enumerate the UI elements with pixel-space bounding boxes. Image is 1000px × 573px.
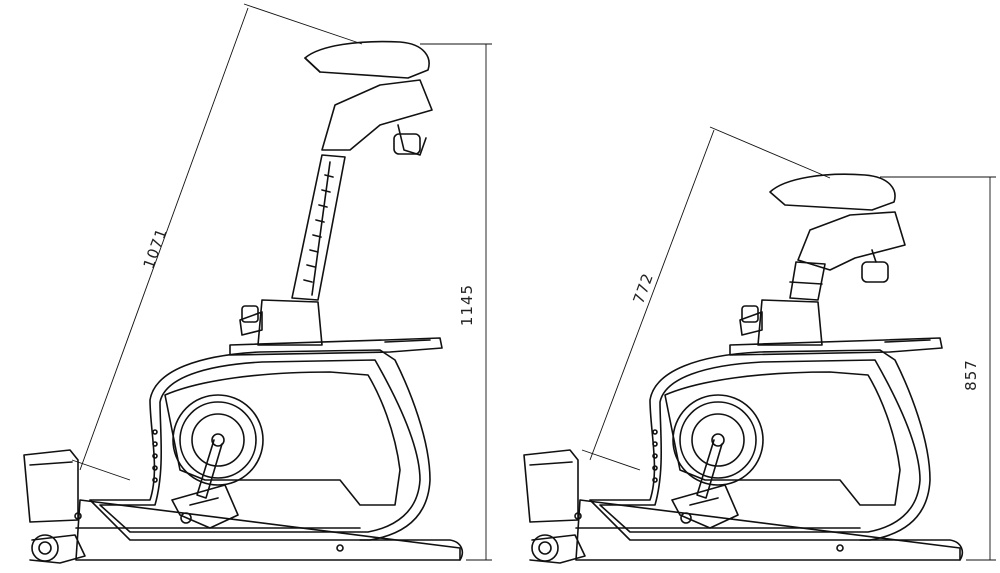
- right-diagonal-dimension-label: 772: [629, 270, 657, 306]
- right-diagonal-dimension-line: [589, 129, 715, 461]
- left-diagonal-dimension-line: [79, 7, 249, 471]
- right-height-dimension-label: 857: [962, 359, 980, 391]
- left-height-dimension-label: 1145: [458, 284, 476, 326]
- left-diagonal-dimension-label: 1071: [140, 225, 171, 271]
- right-bike-drawing: 772 857: [523, 126, 996, 564]
- left-bike-drawing: 1071 1145: [23, 3, 492, 564]
